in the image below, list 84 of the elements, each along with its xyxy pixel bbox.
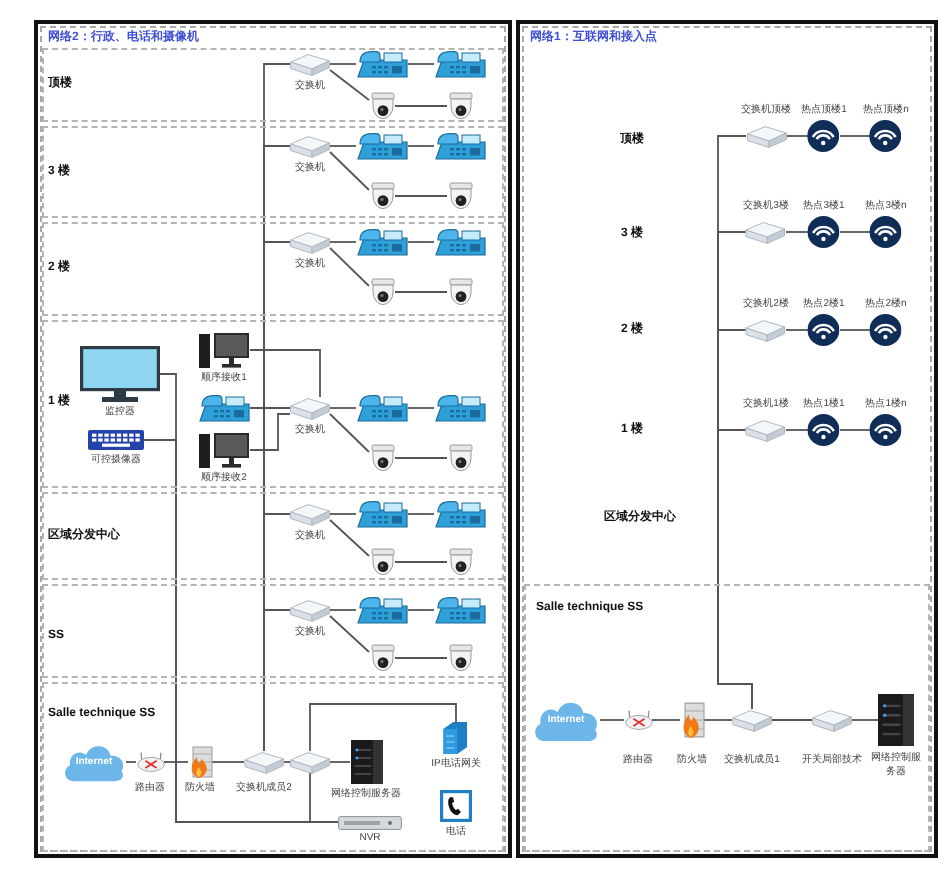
ip-phone-icon xyxy=(434,228,486,256)
dome-camera-icon xyxy=(447,92,473,120)
network-link xyxy=(785,231,809,233)
network-link xyxy=(651,719,681,721)
ip-phone-icon xyxy=(356,132,408,160)
network-link xyxy=(329,63,357,65)
network-link xyxy=(394,291,448,293)
floor-zone xyxy=(42,222,504,316)
network-link xyxy=(329,241,357,243)
dome-camera-icon xyxy=(447,278,473,306)
network-panel xyxy=(34,20,512,858)
dome-camera-icon xyxy=(369,644,395,672)
network-link xyxy=(717,429,753,710)
network-link xyxy=(703,719,733,721)
network-panel xyxy=(516,20,938,858)
dome-camera-icon xyxy=(369,92,395,120)
network-link xyxy=(407,63,435,65)
ip-phone-icon xyxy=(198,394,250,422)
network-link xyxy=(211,761,245,763)
ip-phone-icon xyxy=(434,132,486,160)
floor-zone xyxy=(42,320,504,488)
network-link xyxy=(839,429,871,431)
network-link xyxy=(329,151,370,191)
ip-phone-icon xyxy=(356,50,408,78)
network-link xyxy=(407,513,435,515)
network-link xyxy=(329,407,357,409)
ip-phone-icon xyxy=(356,500,408,528)
network-link xyxy=(329,513,357,515)
network-link xyxy=(249,349,321,398)
floor-zone xyxy=(42,682,504,852)
network-link xyxy=(599,719,625,721)
dome-camera-icon xyxy=(447,444,473,472)
floor-zone xyxy=(42,126,504,218)
network-link xyxy=(394,561,448,563)
floor-zone xyxy=(42,584,504,678)
network-link xyxy=(329,519,370,557)
network-link xyxy=(394,657,448,659)
floor-zone xyxy=(524,584,930,852)
network-link xyxy=(394,457,448,459)
network-link xyxy=(329,145,357,147)
floor-zone xyxy=(42,48,504,122)
floor-zone xyxy=(42,492,504,580)
ip-phone-icon xyxy=(434,596,486,624)
network-link xyxy=(125,761,137,763)
dome-camera-icon xyxy=(447,182,473,210)
ip-phone-icon xyxy=(434,500,486,528)
dome-camera-icon xyxy=(447,548,473,576)
network-link xyxy=(329,247,370,287)
network-link xyxy=(771,719,813,721)
network-link xyxy=(394,105,448,107)
dome-camera-icon xyxy=(369,278,395,306)
network-link xyxy=(249,413,291,451)
ip-phone-icon xyxy=(434,50,486,78)
dome-camera-icon xyxy=(447,644,473,672)
network-link xyxy=(163,761,189,763)
network-link xyxy=(283,761,291,763)
network-link xyxy=(851,719,879,721)
network-link xyxy=(839,231,871,233)
ip-phone-icon xyxy=(434,394,486,422)
dome-camera-icon xyxy=(369,444,395,472)
network-link xyxy=(309,703,457,752)
switch-icon xyxy=(290,751,330,773)
ip-phone-icon xyxy=(356,228,408,256)
network-link xyxy=(394,195,448,197)
dome-camera-icon xyxy=(369,182,395,210)
network-link xyxy=(329,609,357,611)
network-link xyxy=(263,609,291,752)
ip-phone-icon xyxy=(356,394,408,422)
network-link xyxy=(407,609,435,611)
network-link xyxy=(407,241,435,243)
network-link xyxy=(407,407,435,409)
network-link xyxy=(839,329,871,331)
network-link xyxy=(839,135,871,137)
ip-phone-icon xyxy=(356,596,408,624)
dome-camera-icon xyxy=(369,548,395,576)
network-link xyxy=(329,761,351,763)
network-link xyxy=(785,329,809,331)
network-link xyxy=(785,429,809,431)
network-link xyxy=(407,145,435,147)
network-link xyxy=(329,69,370,101)
network-link xyxy=(329,615,370,653)
network-link xyxy=(329,413,370,453)
network-link xyxy=(309,772,339,823)
network-link xyxy=(785,135,809,137)
